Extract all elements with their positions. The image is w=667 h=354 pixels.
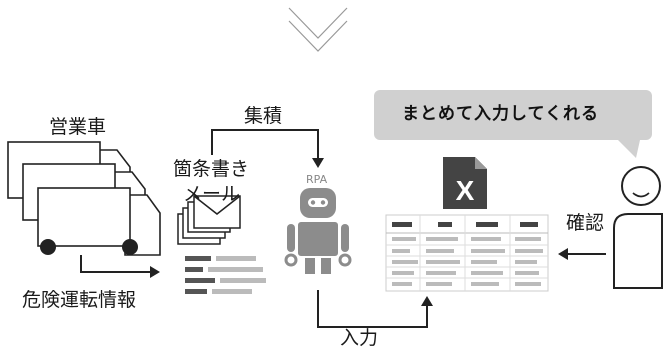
mail-text-lines <box>185 256 266 294</box>
robot-icon <box>284 188 352 274</box>
bullet-mail-label-line1: 箇条書き <box>173 158 250 180</box>
mail-stack-icon <box>177 195 241 245</box>
person-icon <box>613 166 663 289</box>
svg-text:X: X <box>456 175 475 206</box>
rpa-label: RPA <box>306 173 328 186</box>
sales-car-label: 営業車 <box>49 116 107 138</box>
excel-icon: X <box>443 157 487 209</box>
bullet-mail-label-line2: メール <box>183 183 241 205</box>
aggregate-label: 集積 <box>244 105 283 127</box>
spreadsheet-icon <box>385 214 549 292</box>
confirm-arrow <box>558 248 606 260</box>
chevron-down-icon <box>288 7 348 52</box>
input-label: 入力 <box>340 327 379 349</box>
aggregate-arrow <box>211 129 324 168</box>
danger-info-label: 危険運転情報 <box>22 289 137 311</box>
confirm-label: 確認 <box>566 212 605 234</box>
truck-to-info-arrow <box>80 255 160 278</box>
speech-bubble <box>374 90 652 158</box>
truck-icon <box>7 141 161 256</box>
input-arrow <box>317 290 433 328</box>
bubble-text: まとめて入力してくれる <box>402 104 599 124</box>
